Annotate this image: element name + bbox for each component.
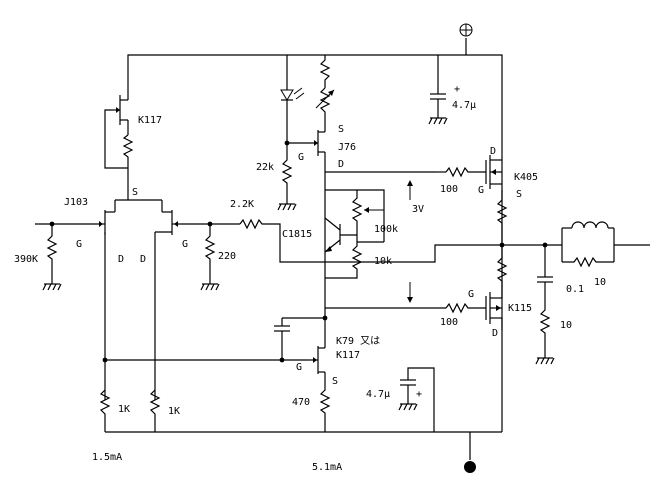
drain-load-resistors	[99, 389, 161, 432]
r-1k-left-label: 1K	[118, 404, 130, 415]
k117-top-label: K117	[138, 115, 162, 126]
led-bias-branch	[277, 55, 312, 211]
r-470-label: 470	[292, 397, 310, 408]
k405-gate-label: G	[478, 185, 484, 196]
k115-drain-label: D	[492, 328, 498, 339]
k405-drain-label: D	[490, 146, 496, 157]
k79-source-label: S	[332, 376, 338, 387]
k115-gate-label: G	[468, 289, 474, 300]
j76-source-label: S	[338, 124, 344, 135]
k115-output-mosfet	[325, 245, 508, 432]
k117-bottom-label: K117	[336, 350, 360, 361]
k405-output-mosfet	[435, 155, 508, 248]
k405-label: K405	[514, 172, 538, 183]
feedback-network	[180, 218, 502, 291]
bottom-decoupling-capacitor	[398, 367, 435, 432]
c1815-bias-spreader	[324, 171, 435, 279]
negative-rail	[105, 431, 502, 473]
j103-drain-left-label: D	[118, 254, 124, 265]
output-network	[502, 221, 650, 365]
input-network	[35, 221, 97, 291]
k79-gate-label: G	[296, 362, 302, 373]
voltage-3v-indicator	[407, 180, 413, 303]
positive-rail	[127, 23, 503, 330]
k79-current-source	[102, 290, 331, 432]
r-10k-label: 10k	[374, 256, 392, 267]
voltage-3v-label: 3V	[412, 204, 424, 215]
r-220-label: 220	[218, 251, 236, 262]
current-5-1ma-label: 5.1mA	[312, 462, 342, 473]
bottom-cap-plus: +	[416, 389, 422, 400]
r-100-top-label: 100	[440, 184, 458, 195]
j103-source-label: S	[132, 187, 138, 198]
j76-current-source	[312, 55, 335, 290]
j103-gate-right-label: G	[182, 239, 188, 250]
bottom-cap-label: 4.7μ	[366, 389, 390, 400]
k117-current-source	[104, 58, 134, 200]
j103-differential-pair	[97, 199, 180, 400]
k115-label: K115	[508, 303, 532, 314]
j76-drain-label: D	[338, 159, 344, 170]
r-10-zobel-label: 10	[560, 320, 572, 331]
r-100-bot-label: 100	[440, 317, 458, 328]
j76-gate-label: G	[298, 152, 304, 163]
j103-drain-right-label: D	[140, 254, 146, 265]
c1815-label: C1815	[282, 229, 312, 240]
r-390k-label: 390K	[14, 254, 38, 265]
top-cap-plus: +	[454, 84, 460, 95]
j103-gate-left-label: G	[76, 239, 82, 250]
j103-label: J103	[64, 197, 88, 208]
j76-label: J76	[338, 142, 356, 153]
k405-source-label: S	[516, 189, 522, 200]
k79-label: K79 又は	[336, 335, 380, 347]
top-decoupling-capacitor	[428, 55, 448, 125]
r-100k-label: 100k	[374, 224, 398, 235]
r-2-2k-label: 2.2K	[230, 199, 254, 210]
r-1k-right-label: 1K	[168, 406, 180, 417]
c-01-label: 0.1	[566, 284, 584, 295]
current-1-5ma-label: 1.5mA	[92, 452, 122, 463]
top-cap-label: 4.7μ	[452, 100, 476, 111]
r-10-output-label: 10	[594, 277, 606, 288]
r-22k-label: 22k	[256, 162, 274, 173]
